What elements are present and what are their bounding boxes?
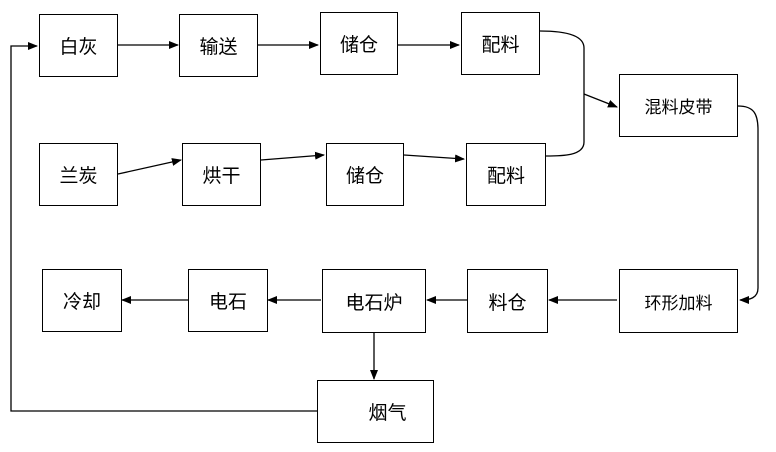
node-peiliao-1: 配料 <box>461 12 540 75</box>
arrow-honggan-to-chucang <box>260 151 325 161</box>
node-lengque: 冷却 <box>42 269 122 332</box>
node-chucang-1: 储仓 <box>320 12 398 75</box>
node-hunliao-pidai: 混料皮带 <box>619 74 738 137</box>
node-yanqi: 烟气 <box>317 380 434 443</box>
node-huanxing-jialiao: 环形加料 <box>619 269 738 333</box>
node-honggan: 烘干 <box>182 143 261 206</box>
node-peiliao-2: 配料 <box>466 143 546 206</box>
arrow-lantan-to-honggan <box>117 158 182 175</box>
node-dianshilu: 电石炉 <box>322 269 426 333</box>
arrow-chucang-to-peiliao-2 <box>403 154 465 163</box>
node-shusong: 输送 <box>179 14 258 77</box>
connector-peiliao1-merge <box>539 30 585 157</box>
node-baihui: 白灰 <box>39 14 118 77</box>
node-dianshi: 电石 <box>188 269 268 332</box>
node-chucang-2: 储仓 <box>326 143 404 206</box>
connector-hunliao-to-huanxing <box>737 105 759 304</box>
connector-yanqi-loop-back <box>10 42 317 412</box>
node-liaocang: 料仓 <box>467 269 548 333</box>
node-lantan: 兰炭 <box>39 143 118 206</box>
arrow-merge-to-hunliao <box>583 93 618 108</box>
